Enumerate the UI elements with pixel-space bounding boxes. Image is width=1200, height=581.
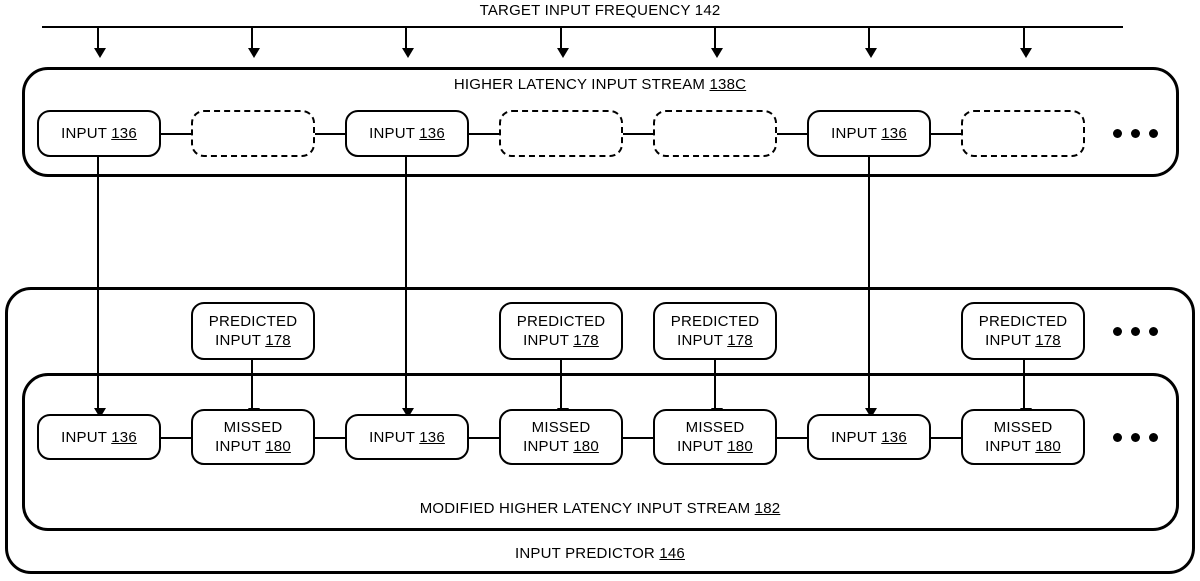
node-label: INPUT 136 xyxy=(831,125,907,142)
higher-latency-caption-text: HIGHER LATENCY INPUT STREAM xyxy=(453,76,706,93)
passthrough-line-slot-6 xyxy=(865,157,877,418)
higher-latency-input-stream-container xyxy=(22,67,1179,177)
top-stream-connector-5-6 xyxy=(777,133,807,135)
modified-stream-connector-3-4 xyxy=(469,437,499,439)
higher-latency-caption-ref: 138C xyxy=(709,76,747,93)
frequency-tick-arrow-1 xyxy=(94,27,106,58)
input-predictor-caption-ref: 146 xyxy=(659,545,685,562)
modified-stream-connector-4-5 xyxy=(623,437,653,439)
input-predictor-container xyxy=(5,287,1195,574)
modified-stream-caption: MODIFIED HIGHER LATENCY INPUT STREAM 182 xyxy=(0,500,1200,517)
top-stream-connector-3-4 xyxy=(469,133,499,135)
node-label: INPUT 136 xyxy=(369,428,445,446)
input-predictor-caption: INPUT PREDICTOR 146 xyxy=(0,545,1200,562)
passthrough-line-slot-1 xyxy=(94,157,106,418)
frequency-tick-arrow-4 xyxy=(557,27,569,58)
frequency-timeline xyxy=(42,26,1123,28)
modified-higher-latency-input-stream-container xyxy=(22,373,1179,531)
top-stream-node-3-input[interactable]: INPUT 136 xyxy=(345,110,469,157)
top-stream-connector-2-3 xyxy=(315,133,345,135)
predicted-input-box-1[interactable]: PREDICTED INPUT 178 xyxy=(191,302,315,360)
node-label: MISSED INPUT 180 xyxy=(985,419,1061,455)
modified-stream-node-3-input[interactable]: INPUT 136 xyxy=(345,414,469,460)
modified-stream-connector-2-3 xyxy=(315,437,345,439)
predicted-input-box-4[interactable]: PREDICTED INPUT 178 xyxy=(961,302,1085,360)
frequency-tick-arrow-5 xyxy=(711,27,723,58)
top-stream-connector-1-2 xyxy=(161,133,191,135)
predicted-input-box-3[interactable]: PREDICTED INPUT 178 xyxy=(653,302,777,360)
higher-latency-input-stream-caption: HIGHER LATENCY INPUT STREAM 138C xyxy=(0,76,1200,93)
node-label: INPUT 136 xyxy=(831,428,907,446)
top-stream-node-6-input[interactable]: INPUT 136 xyxy=(807,110,931,157)
frequency-tick-arrow-2 xyxy=(248,27,260,58)
node-label: PREDICTED INPUT 178 xyxy=(978,313,1068,349)
modified-stream-node-1-input[interactable]: INPUT 136 xyxy=(37,414,161,460)
modified-stream-connector-5-6 xyxy=(777,437,807,439)
modified-stream-node-7-missed[interactable]: MISSED INPUT 180 xyxy=(961,409,1085,465)
node-label: PREDICTED INPUT 178 xyxy=(208,313,298,349)
target-input-frequency-label: TARGET INPUT FREQUENCY xyxy=(479,2,691,19)
top-stream-node-7-empty[interactable] xyxy=(961,110,1085,157)
input-predictor-caption-text: INPUT PREDICTOR xyxy=(515,545,655,562)
modified-stream-caption-ref: 182 xyxy=(754,500,781,517)
modified-stream-caption-text: MODIFIED HIGHER LATENCY INPUT STREAM xyxy=(419,500,751,517)
node-label: INPUT 136 xyxy=(61,125,137,142)
modified-stream-node-5-missed[interactable]: MISSED INPUT 180 xyxy=(653,409,777,465)
top-stream-node-4-empty[interactable] xyxy=(499,110,623,157)
node-label: MISSED INPUT 180 xyxy=(215,419,291,455)
node-label: MISSED INPUT 180 xyxy=(677,419,753,455)
top-stream-node-2-empty[interactable] xyxy=(191,110,315,157)
top-stream-node-5-empty[interactable] xyxy=(653,110,777,157)
top-stream-connector-6-7 xyxy=(931,133,961,135)
frequency-tick-arrow-7 xyxy=(1020,27,1032,58)
top-stream-ellipsis-icon xyxy=(1113,129,1158,138)
modified-stream-node-6-input[interactable]: INPUT 136 xyxy=(807,414,931,460)
frequency-tick-arrow-6 xyxy=(865,27,877,58)
top-stream-node-1-input[interactable]: INPUT 136 xyxy=(37,110,161,157)
modified-stream-ellipsis-icon xyxy=(1113,433,1158,442)
passthrough-line-slot-3 xyxy=(402,157,414,418)
predicted-input-row-ellipsis-icon xyxy=(1113,327,1158,336)
node-label: INPUT 136 xyxy=(61,428,137,446)
node-label: PREDICTED INPUT 178 xyxy=(516,313,606,349)
predicted-input-box-2[interactable]: PREDICTED INPUT 178 xyxy=(499,302,623,360)
node-label: INPUT 136 xyxy=(369,125,445,142)
target-input-frequency-title: TARGET INPUT FREQUENCY 142 xyxy=(0,2,1200,19)
target-input-frequency-ref: 142 xyxy=(694,2,721,19)
modified-stream-node-2-missed[interactable]: MISSED INPUT 180 xyxy=(191,409,315,465)
frequency-tick-arrow-3 xyxy=(402,27,414,58)
modified-stream-node-4-missed[interactable]: MISSED INPUT 180 xyxy=(499,409,623,465)
node-label: MISSED INPUT 180 xyxy=(523,419,599,455)
node-label: PREDICTED INPUT 178 xyxy=(670,313,760,349)
modified-stream-connector-6-7 xyxy=(931,437,961,439)
top-stream-connector-4-5 xyxy=(623,133,653,135)
modified-stream-connector-1-2 xyxy=(161,437,191,439)
